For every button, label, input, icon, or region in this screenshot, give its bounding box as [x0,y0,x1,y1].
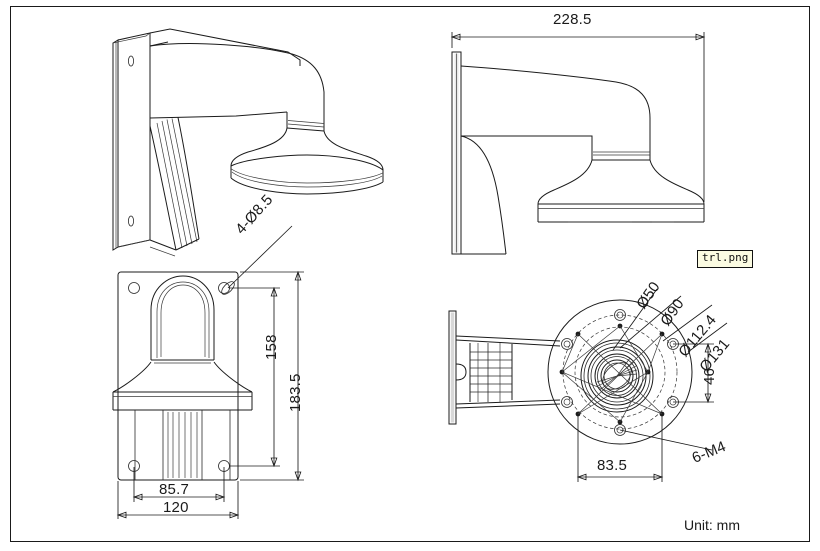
dimension-label-83-5: 83.5 [597,457,627,474]
file-tooltip: trl.png [697,250,754,268]
dimension-label-85-7: 85.7 [159,481,189,498]
dimension-label-46: 46 [701,367,718,385]
mounting-plate-view-geometry [448,288,728,482]
unit-note: Unit: mm [684,517,740,533]
sheet-border [10,6,810,542]
dimension-label-120: 120 [163,499,189,516]
dimension-label-228-5: 228.5 [553,11,592,28]
dimension-label-158: 158 [263,334,280,360]
m4-holes [561,309,679,436]
dimension-label-183-5: 183.5 [287,373,304,412]
front-view-geometry [112,225,304,519]
isometric-view-geometry [112,28,384,257]
side-view-geometry [450,32,706,255]
